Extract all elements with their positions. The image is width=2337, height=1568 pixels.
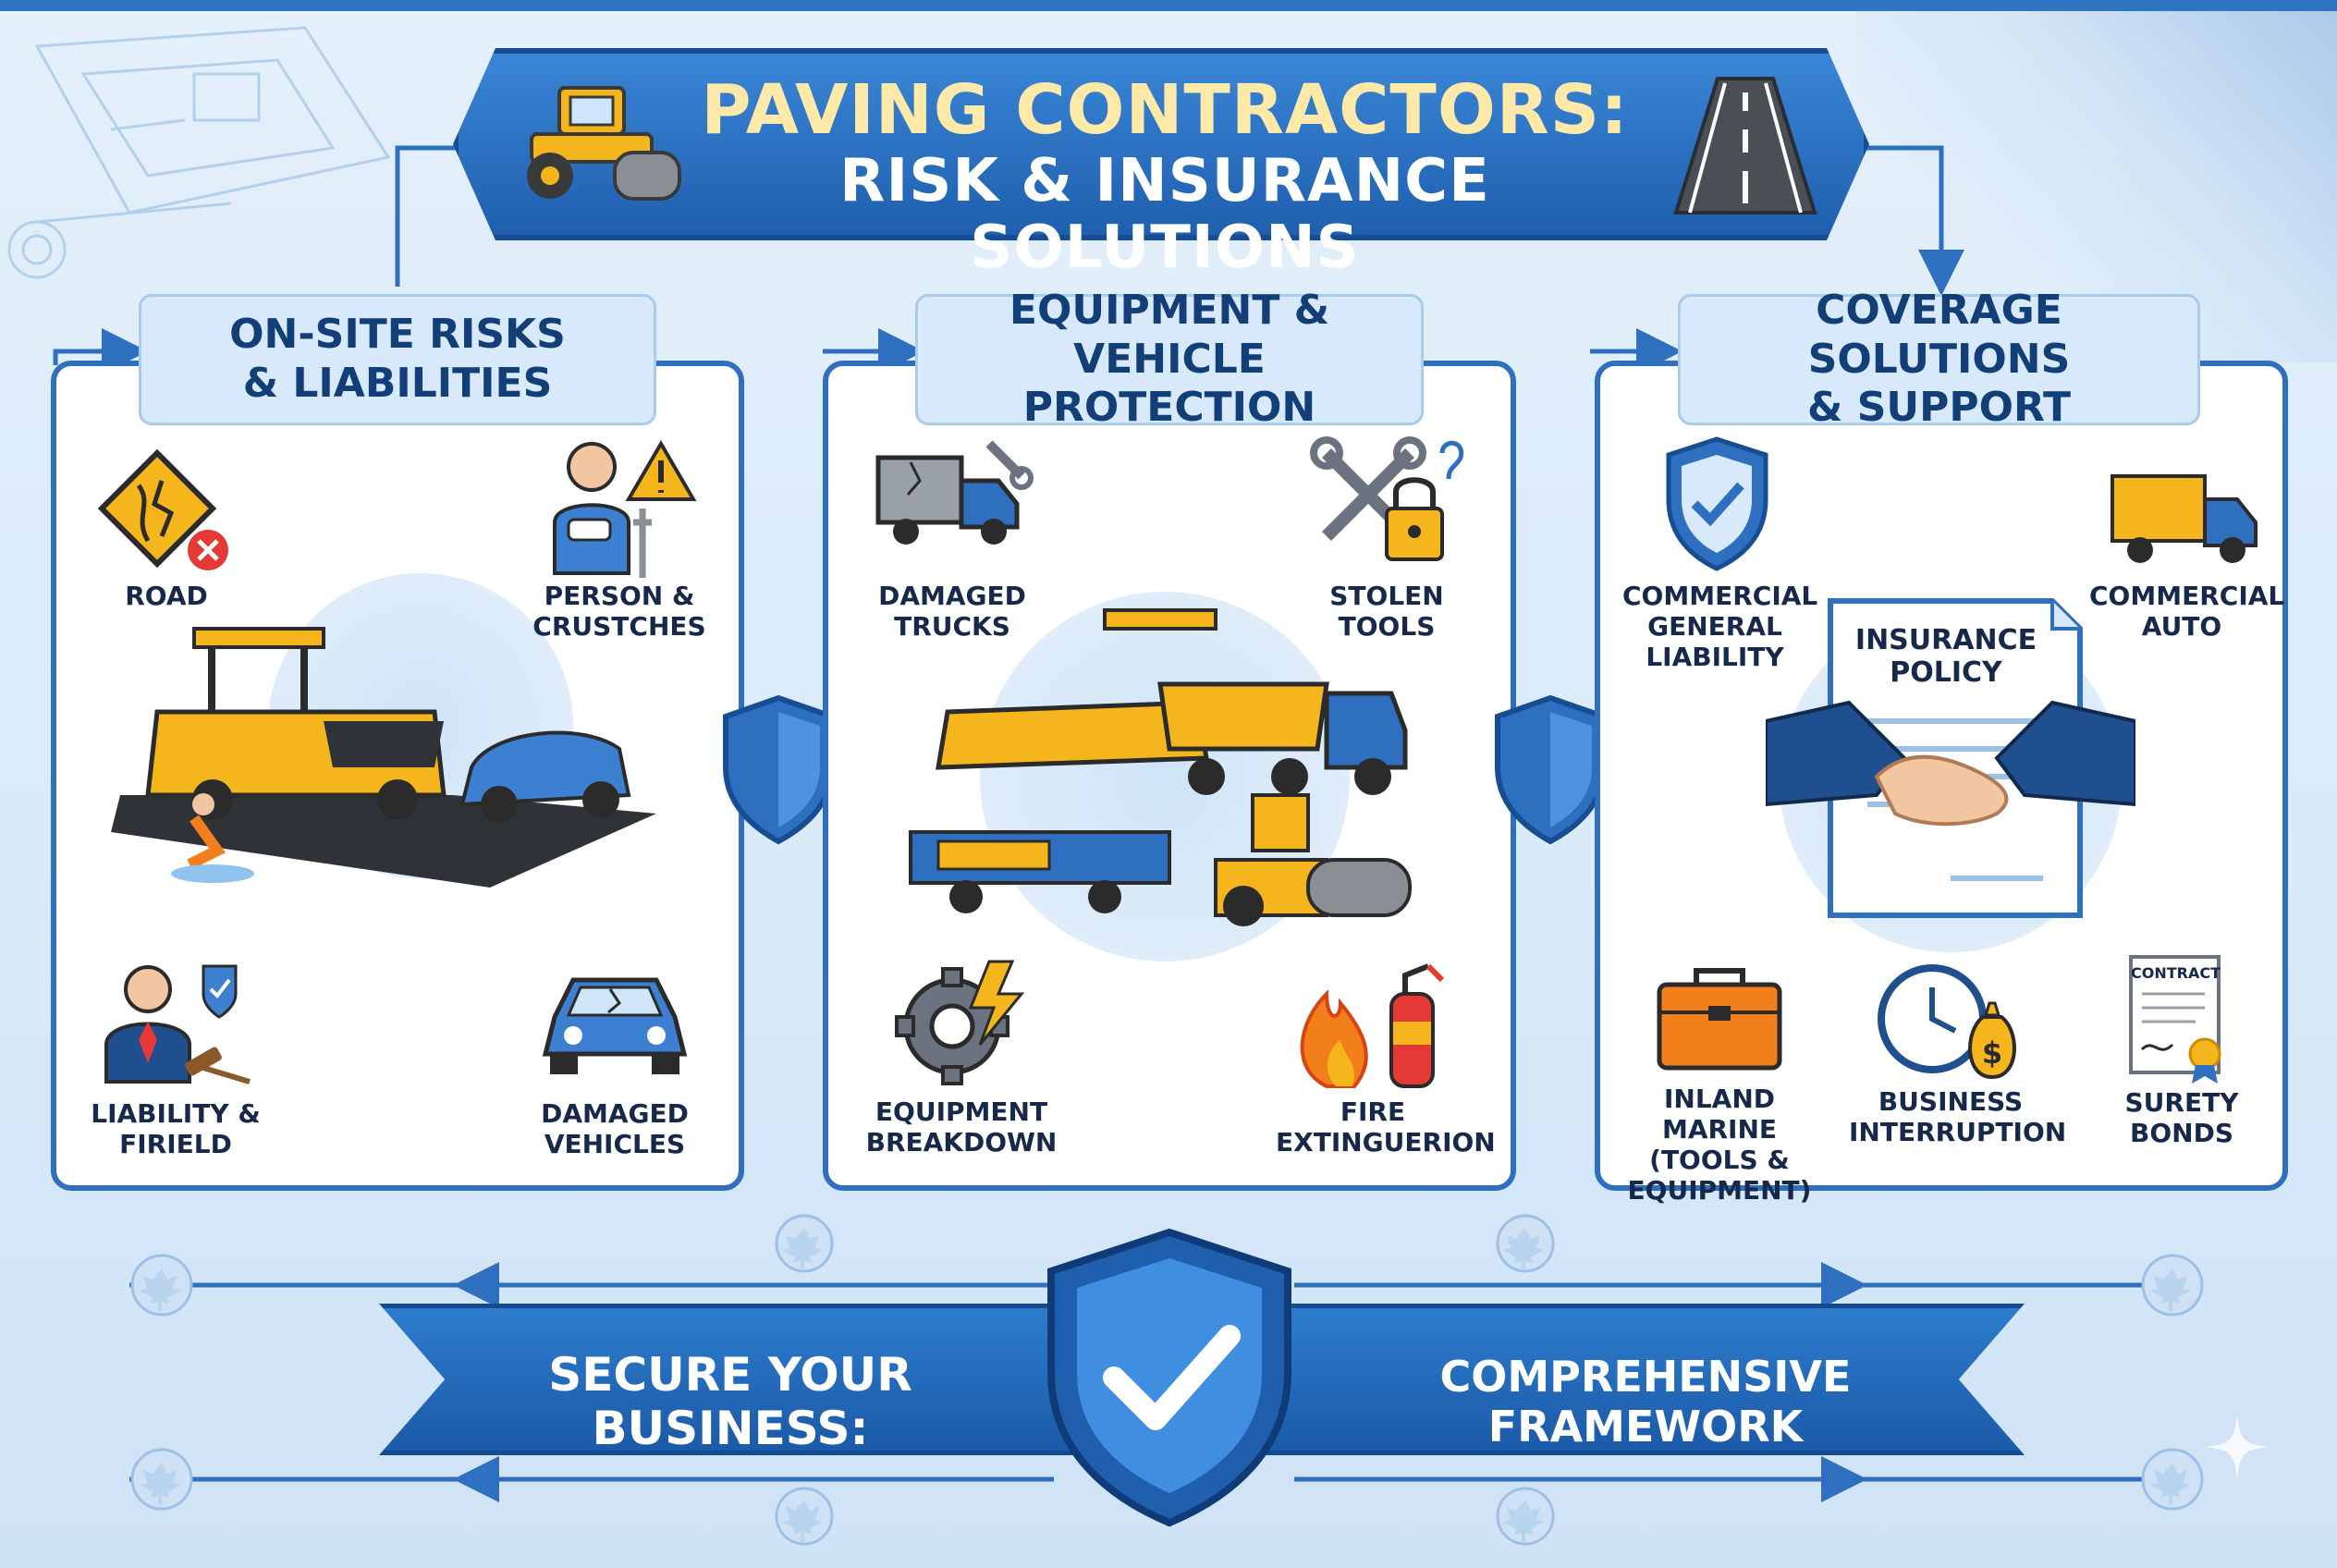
- label-damaged-trucks: DAMAGED TRUCKS: [878, 581, 1026, 643]
- label-commercial-auto: COMMERCIAL AUTO: [2089, 581, 2285, 643]
- bottom-banner-left-text: SECURE YOUR BUSINESS:: [548, 1348, 912, 1455]
- label-fire-extinguisher: FIRE EXTINGUERION: [1276, 1096, 1496, 1158]
- label-stolen-tools: STOLEN TOOLS: [1329, 581, 1444, 643]
- toolbox-icon: [1657, 968, 1782, 1071]
- label-commercial-general-liability: COMMERCIAL GENERAL LIABILITY: [1622, 581, 1818, 673]
- paver-scene-icon: [111, 627, 656, 888]
- blueprint-decoration: [7, 26, 391, 279]
- damaged-car-icon: [542, 977, 688, 1074]
- fire-extinguisher-icon: [1300, 963, 1445, 1088]
- title-banner: [453, 48, 1869, 240]
- title-line-2: RISK & INSURANCE SOLUTIONS: [839, 146, 1490, 282]
- top-bar: [0, 0, 2337, 11]
- injured-person-icon: [553, 440, 697, 578]
- panel-3-title: COVERAGE SOLUTIONS & SUPPORT: [1807, 286, 2071, 432]
- contract-icon: [2129, 955, 2221, 1084]
- panel-3-header: COVERAGE SOLUTIONS & SUPPORT: [1678, 287, 2200, 431]
- label-equipment-breakdown: EQUIPMENT BREAKDOWN: [865, 1096, 1058, 1158]
- label-inland-marine: INLAND MARINE (TOOLS & EQUIPMENT): [1627, 1084, 1812, 1207]
- delivery-truck-icon: [2111, 474, 2257, 563]
- svg-text:$: $: [1982, 1035, 2002, 1071]
- label-contract: CONTRACT: [2131, 964, 2221, 982]
- sparkle-icon: [2205, 1415, 2270, 1479]
- maple-leaf-icon: [140, 1228, 2191, 1542]
- panel-2-header: EQUIPMENT & VEHICLE PROTECTION: [915, 287, 1424, 431]
- panel-1-header: ON-SITE RISKS & LIABILITIES: [139, 294, 656, 425]
- shield-check-icon: [1047, 1228, 1291, 1527]
- panel-1-title: ON-SITE RISKS & LIABILITIES: [229, 311, 566, 407]
- label-liability-field: LIABILITY & FIRIELD: [91, 1098, 261, 1160]
- label-damaged-vehicles: DAMAGED VEHICLES: [541, 1098, 689, 1160]
- label-business-interruption: BUSINESS INTERRUPTION: [1849, 1086, 2067, 1148]
- damaged-truck-icon: [875, 440, 1034, 545]
- title-line-1: PAVING CONTRACTORS:: [701, 70, 1629, 150]
- equipment-fleet-icon: [909, 608, 1412, 926]
- clock-money-icon: $: [1878, 964, 2016, 1080]
- cracked-road-sign-icon: [97, 448, 228, 570]
- roller-icon: [527, 86, 681, 201]
- wrench-lock-icon: [1310, 436, 1464, 561]
- page-title: PAVING CONTRACTORS: RISK & INSURANCE SOL…: [684, 72, 1646, 281]
- bottom-banner-right-text: COMPREHENSIVE FRAMEWORK: [1439, 1352, 1852, 1452]
- gear-lightning-icon: [895, 960, 1025, 1085]
- lawyer-gavel-icon: [104, 964, 251, 1084]
- connector-shield-icon: [1495, 694, 1607, 845]
- label-surety-bonds: SURETY BONDS: [2124, 1087, 2239, 1149]
- label-person-crutches: PERSON & CRUSTCHES: [532, 581, 706, 643]
- label-road: ROAD: [125, 581, 208, 611]
- panel-2-title: EQUIPMENT & VEHICLE PROTECTION: [1009, 286, 1330, 432]
- label-insurance-policy: INSURANCE POLICY: [1854, 624, 2037, 690]
- road-icon: [1673, 77, 1817, 214]
- insurance-policy-handshake-icon: [1766, 598, 2135, 918]
- shield-check-icon: [1666, 436, 1768, 571]
